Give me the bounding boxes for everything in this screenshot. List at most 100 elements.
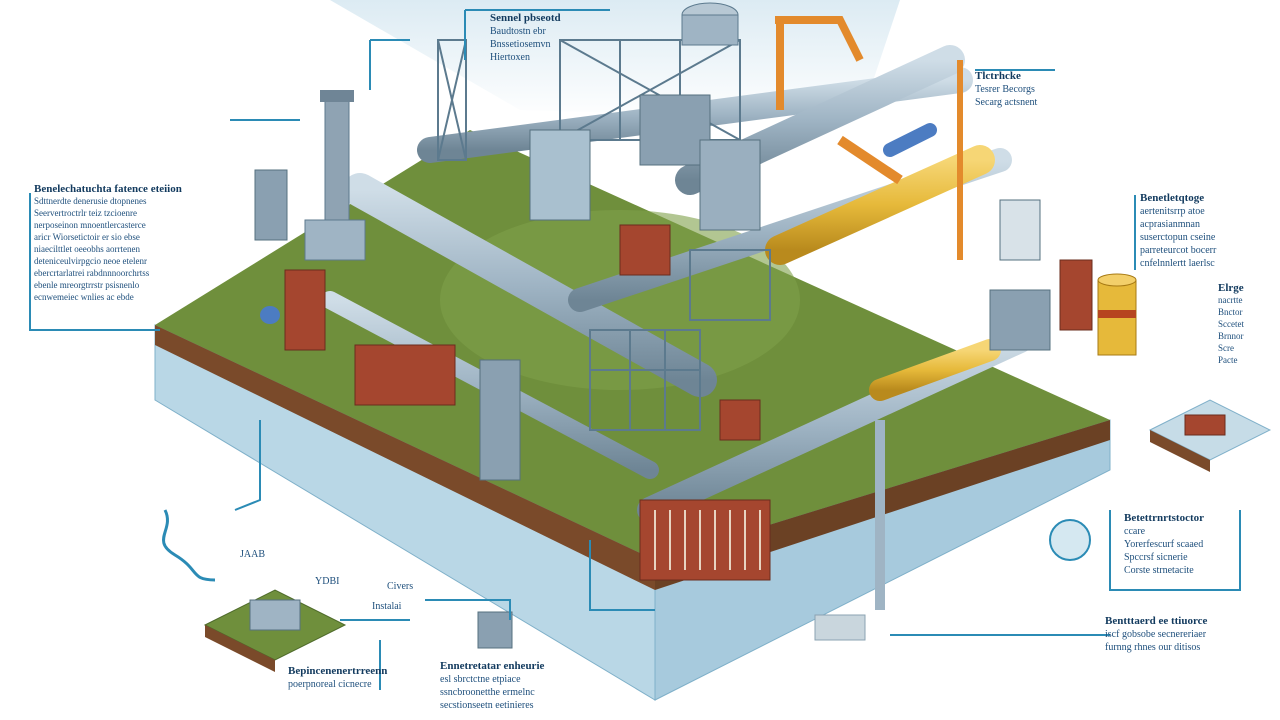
- line-bottom-left: [340, 619, 410, 690]
- callout-title: Elrge: [1218, 282, 1244, 294]
- callout-bottom-center: Ennetretatar enheurie esl sbrctctne etpi…: [440, 660, 544, 712]
- building-brick-left: [284, 269, 326, 351]
- callout-title: Sennel pbseotd: [490, 12, 561, 24]
- line-left-top: [369, 39, 410, 90]
- pipes: [152, 16, 1033, 610]
- callout-title: Benelechatuchta fatence eteiion: [34, 183, 182, 195]
- callout-line: ccare: [1124, 526, 1146, 537]
- callout-line: ecnwemeiec wnlies ac ebde: [34, 292, 134, 302]
- callout-line: ebenle mreorgtrrstr psisnenlo: [34, 280, 140, 290]
- pipe-yellow-2: [869, 339, 1001, 401]
- callout-line: furnng rhnes our ditisos: [1105, 642, 1201, 653]
- callout-title: Betettrnrtstoctor: [1124, 512, 1205, 524]
- callout-line: Pacte: [1218, 355, 1238, 365]
- building-brick-small: [719, 399, 761, 441]
- pipe-orange-mid: [837, 135, 903, 185]
- building-glass-left: [529, 129, 591, 221]
- label-ydbi: YDBI: [315, 575, 339, 588]
- callout-lines: [29, 9, 1241, 690]
- callout-title: Tlctrhcke: [975, 70, 1021, 82]
- building-grey-center: [699, 139, 761, 231]
- callout-line: suserctopun cseine: [1140, 232, 1216, 243]
- pipe-yellow-1: [765, 145, 995, 265]
- silo-right: [1059, 259, 1137, 356]
- callout-line: acprasianmnan: [1140, 219, 1200, 230]
- callout-line: Seervertroctrlr teiz tzcioenre: [34, 208, 137, 218]
- callout-top-right: Tlctrhcke Tesrer Becorgs Secarg actsnent: [975, 70, 1037, 109]
- chimney-body: [324, 94, 350, 236]
- label-civers: Civers: [387, 580, 413, 593]
- callout-line: parreteurcot bocerr: [1140, 245, 1217, 256]
- callout-line: aertenitsrrp atoe: [1140, 206, 1205, 217]
- line-center-bottom: [589, 540, 655, 611]
- tank-brick-right: [1059, 259, 1093, 331]
- callout-line: Scre: [1218, 343, 1234, 353]
- callout-line: Tesrer Becorgs: [975, 84, 1035, 95]
- callout-line: iscf gobsobe secnereriaer: [1105, 629, 1207, 640]
- line-left-lower: [234, 420, 261, 511]
- tower-left-frame: [437, 39, 467, 161]
- callout-line: nerposeinon mnoentlercasterce: [34, 220, 146, 230]
- chimney-base: [304, 219, 366, 261]
- tower-left-bracing: [437, 39, 467, 161]
- electrical-cabinet-right: [999, 199, 1041, 261]
- callout-line: esl sbrctctne etpiace: [440, 674, 521, 685]
- callout-right-mid: Betettrnrtstoctor ccare Yorerfescurf sca…: [1124, 512, 1204, 577]
- callout-line: Hiertoxen: [490, 52, 530, 63]
- label-text: YDBI: [315, 576, 340, 587]
- label-text: Civers: [387, 581, 414, 592]
- callout-right-bottom: Bentttaerd ee ttiuorce iscf gobsobe secn…: [1105, 615, 1207, 654]
- chimney-tower: [304, 90, 366, 261]
- callout-line: ebercrtarlatrei rabdnnnoorchrtss: [34, 268, 150, 278]
- callout-line: Sdttnerdte denerusie dtopnenes: [34, 196, 147, 206]
- electrical-cabinet-left: [254, 169, 288, 241]
- callout-line: cnfelnnlertt laerlsc: [1140, 258, 1215, 269]
- silo-band: [1098, 310, 1136, 318]
- unit-mid-block: [479, 359, 521, 481]
- module-left: [203, 589, 347, 672]
- callout-line: Baudtostn ebr: [490, 26, 546, 37]
- callout-line: Bnctor: [1218, 307, 1243, 317]
- label-instalai: Instalai: [372, 600, 401, 613]
- callout-line: Corste strnetacite: [1124, 565, 1194, 576]
- sky-wash: [330, 0, 900, 120]
- callout-line: Yorerfescurf scaaed: [1124, 539, 1204, 550]
- module-right-unit: [1184, 414, 1226, 436]
- label-jaab: JAAB: [240, 548, 265, 561]
- smoke-squiggle: [162, 509, 216, 582]
- module-left-unit: [249, 599, 301, 631]
- pipe-orange-top: [775, 16, 864, 62]
- frame-right: [689, 249, 771, 321]
- label-text: Instalai: [372, 601, 402, 612]
- building-brick-mid: [354, 344, 456, 406]
- frame-lower-left: [589, 329, 701, 431]
- pipe-blue-short: [883, 123, 937, 157]
- callout-title: Ennetretatar enheurie: [440, 660, 545, 672]
- callout-line: aricr Wiorsetictoir er sio ebse: [34, 232, 140, 242]
- building-grey-right: [989, 289, 1051, 351]
- label-text: JAAB: [240, 549, 266, 560]
- line-top-center: [464, 9, 610, 60]
- callout-top-center: Sennel pbseotd Baudtostn ebr Bnssetiosem…: [490, 12, 561, 64]
- callout-left: Benelechatuchta fatence eteiion Sdttnerd…: [34, 183, 182, 303]
- module-right-side: [1150, 430, 1210, 472]
- callout-line: Bnssetiosemvn: [490, 39, 551, 50]
- callout-line: niaecilttlet oeeobhs aorrtenen: [34, 244, 140, 254]
- chimney-top: [320, 90, 354, 102]
- callout-line: ssncbroonetthe ermelnc: [440, 687, 535, 698]
- module-right: [1148, 399, 1272, 472]
- callout-title: Bentttaerd ee ttiuorce: [1105, 615, 1208, 627]
- callout-line: poerpnoreal cicnecre: [288, 679, 372, 690]
- tower-center-bracing: [559, 39, 741, 141]
- callout-line: secstionseetn eetinieres: [440, 700, 534, 711]
- line-right-mid: [1109, 510, 1241, 591]
- callout-title: Benetletqtoge: [1140, 192, 1205, 204]
- callout-right-narrow: Elrge nacrtte Bnctor Sccetet Brnnor Scre…: [1218, 282, 1244, 366]
- callout-line: Secarg actsnent: [975, 97, 1038, 108]
- building-grey-top: [639, 94, 711, 166]
- callout-line: Spccrsf sicnerie: [1124, 552, 1188, 563]
- module-left-side: [205, 625, 275, 672]
- top-tank: [681, 2, 739, 46]
- concrete-base: [814, 614, 866, 641]
